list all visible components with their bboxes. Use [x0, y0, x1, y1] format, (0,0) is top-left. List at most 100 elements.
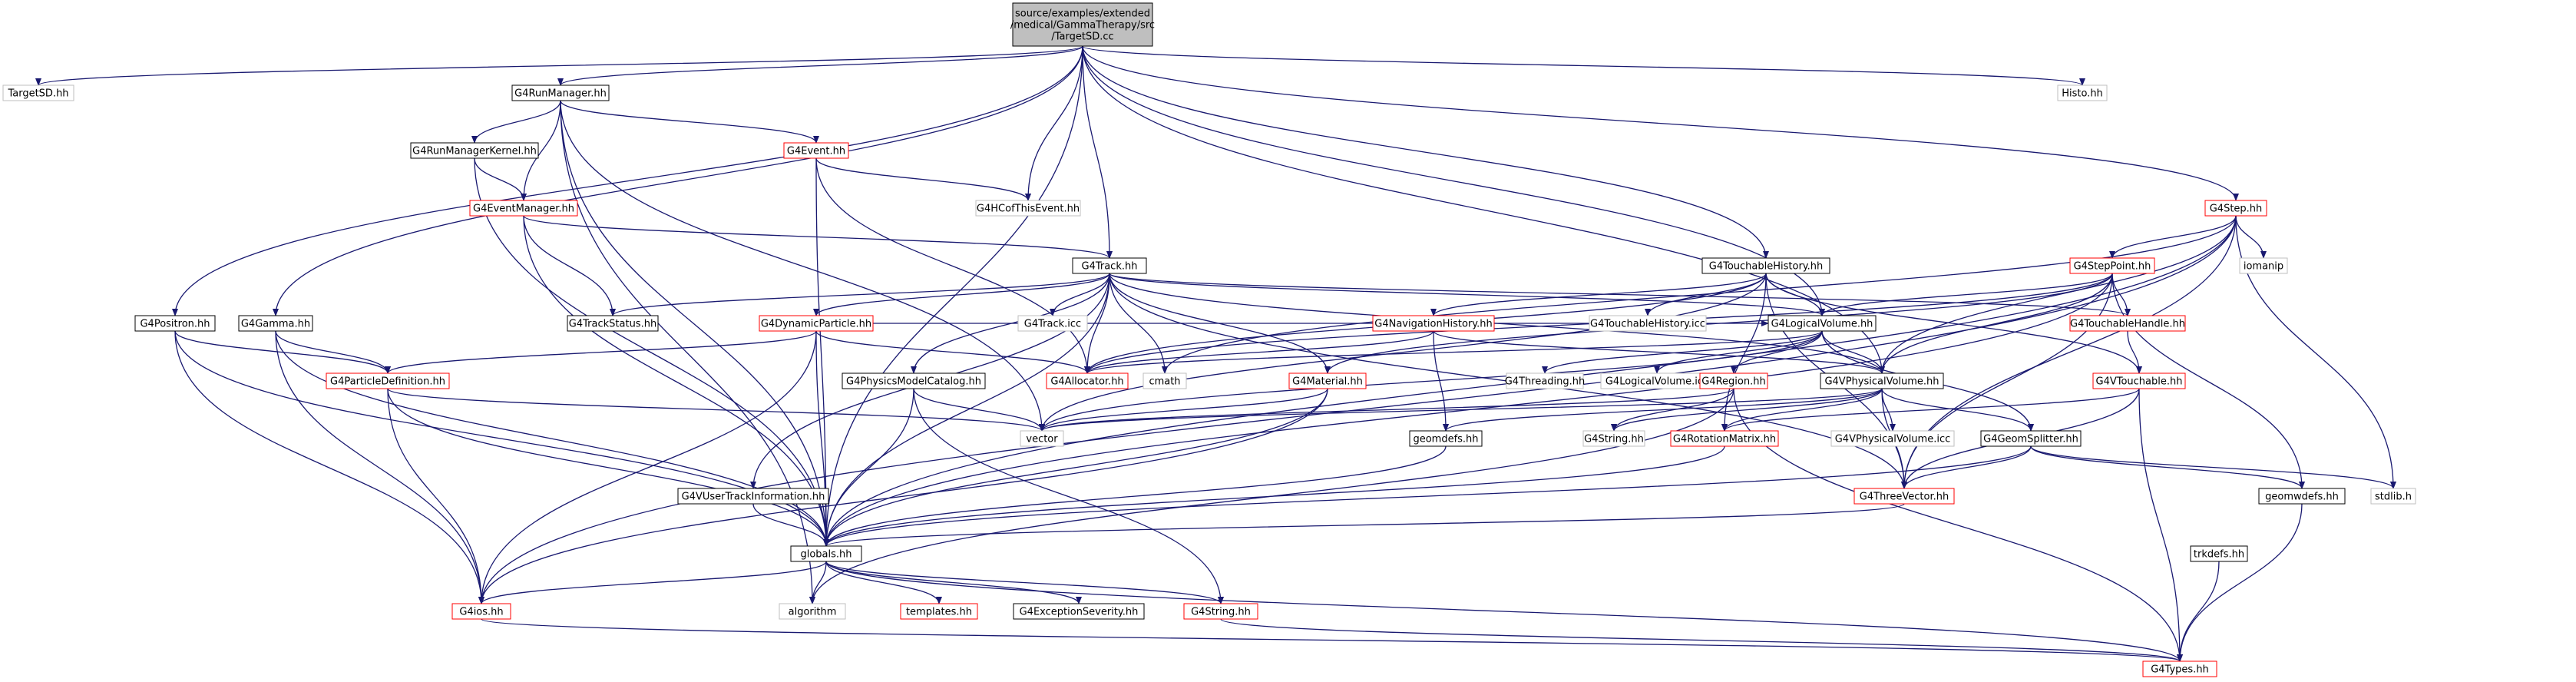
edge-G4Event-to-G4HCofThisEvent [815, 157, 1031, 201]
edge-G4TouchableHistory-to-G4TouchableHistoryIcc [1645, 273, 1767, 316]
node-box [2069, 315, 2186, 332]
node-label: G4Track.icc [1024, 319, 1081, 330]
node-label: G4Gamma.hh [241, 319, 310, 330]
node-G4Positron[interactable]: G4Positron.hh [134, 315, 216, 332]
node-label: G4Region.hh [1701, 376, 1765, 388]
node-label: G4TouchableHistory.hh [1709, 261, 1824, 273]
node-TargetSD: TargetSD.hh [2, 84, 74, 101]
node-label: G4StepPoint.hh [2074, 261, 2151, 273]
node-G4StepPoint[interactable]: G4StepPoint.hh [2069, 257, 2155, 274]
node-templates[interactable]: templates.hh [900, 603, 978, 620]
node-G4EventManager[interactable]: G4EventManager.hh [469, 200, 578, 217]
node-box [1830, 430, 1955, 447]
edge-G4String-to-G4Types [1220, 618, 2183, 662]
node-G4LogicalVolume[interactable]: G4LogicalVolume.hh [1767, 315, 1877, 332]
edge-G4ParticleDefinition-to-globals [387, 388, 829, 547]
edge-geomwdefs-to-G4Types [2177, 503, 2303, 662]
node-G4RunManager[interactable]: G4RunManager.hh [511, 84, 610, 101]
node-G4DynamicParticle[interactable]: G4DynamicParticle.hh [759, 315, 874, 332]
node-G4NavigationHistory[interactable]: G4NavigationHistory.hh [1372, 315, 1495, 332]
node-box [1372, 315, 1495, 332]
node-label: G4VTouchable.hh [2096, 376, 2183, 388]
node-box [1183, 603, 1258, 620]
edge-root-to-Histo [1082, 45, 2085, 86]
node-G4VUserTrackInformation[interactable]: G4VUserTrackInformation.hh [677, 488, 829, 505]
node-G4ParticleDefinition[interactable]: G4ParticleDefinition.hh [326, 372, 450, 389]
node-box [567, 315, 659, 332]
node-box [1506, 372, 1584, 389]
node-label: G4VUserTrackInformation.hh [682, 492, 825, 503]
node-iomanip: iomanip [2239, 257, 2288, 274]
edge-G4VTouchable-to-G4RotationMatrix [1721, 388, 2140, 432]
edge-G4VPhysicalVolume-to-geomdefs [1443, 388, 1883, 432]
node-box [1020, 430, 1064, 447]
node-G4Allocator[interactable]: G4Allocator.hh [1046, 372, 1129, 389]
node-box [1701, 257, 1830, 274]
node-G4ExceptionSeverity[interactable]: G4ExceptionSeverity.hh [1013, 603, 1145, 620]
edge-G4LogicalVolume-to-vector [1039, 330, 1823, 432]
node-label: G4LogicalVolume.icc [1605, 376, 1708, 388]
edge-G4StepPoint-to-G4VPhysicalVolume [1879, 273, 2113, 374]
edge-G4Step-to-stdlib [2235, 215, 2396, 489]
node-label: Histo.hh [2062, 88, 2103, 100]
node-label: G4NavigationHistory.hh [1374, 319, 1492, 330]
node-G4TouchableHandle[interactable]: G4TouchableHandle.hh [2069, 315, 2186, 332]
node-label: G4TrackStatus.hh [569, 319, 656, 330]
node-G4Track[interactable]: G4Track.hh [1072, 257, 1147, 274]
node-G4ios[interactable]: G4ios.hh [451, 603, 511, 620]
edge-G4TouchableHistory-to-vector [1039, 273, 1767, 432]
edge-G4GeomSplitter-to-geomwdefs [2030, 445, 2305, 489]
edge-G4StepPoint-to-G4ThreeVector [1901, 273, 2113, 489]
node-G4GeomSplitter[interactable]: G4GeomSplitter.hh [1980, 430, 2082, 447]
node-G4Material[interactable]: G4Material.hh [1288, 372, 1367, 389]
node-G4TouchableHistory[interactable]: G4TouchableHistory.hh [1701, 257, 1830, 274]
node-G4TrackIcc: G4Track.icc [1017, 315, 1088, 332]
edge-root-to-G4Step [1082, 45, 2239, 201]
node-box [1012, 2, 1153, 47]
node-G4ThreeVector[interactable]: G4ThreeVector.hh [1853, 488, 1955, 505]
edge-geomdefs-to-globals [823, 445, 1447, 547]
node-globals[interactable]: globals.hh [790, 545, 862, 562]
node-box [1288, 372, 1367, 389]
node-box [1409, 430, 1483, 447]
edge-root-to-G4VPhysicalVolume [1082, 45, 1885, 374]
node-label: cmath [1149, 376, 1180, 388]
edge-G4Track-to-G4TrackStatus [610, 273, 1110, 316]
node-G4RotationMatrix[interactable]: G4RotationMatrix.hh [1670, 430, 1779, 447]
edge-G4Gamma-to-G4ParticleDefinition [275, 330, 391, 374]
edge-G4RotationMatrix-to-globals [823, 445, 1725, 547]
edge-G4VPhysicalVolume-to-vector [1039, 388, 1883, 432]
node-G4String[interactable]: G4String.hh [1183, 603, 1258, 620]
edge-G4GeomSplitter-to-G4ThreeVector [1901, 445, 2032, 489]
node-G4RunManagerKernel[interactable]: G4RunManagerKernel.hh [410, 142, 539, 159]
node-label: vector [1026, 434, 1058, 445]
node-G4VPhysicalVolume[interactable]: G4VPhysicalVolume.hh [1820, 372, 1944, 389]
node-G4Gamma[interactable]: G4Gamma.hh [238, 315, 313, 332]
edge-G4RunManager-to-G4EventManager [521, 100, 561, 201]
node-G4VTouchable[interactable]: G4VTouchable.hh [2092, 372, 2186, 389]
node-label: geomwdefs.hh [2265, 492, 2339, 503]
node-geomwdefs[interactable]: geomwdefs.hh [2258, 488, 2346, 505]
node-label: geomdefs.hh [1413, 434, 1478, 445]
node-G4TrackStatus[interactable]: G4TrackStatus.hh [567, 315, 659, 332]
edge-root-to-G4LogicalVolume [1082, 45, 1825, 316]
node-G4Step[interactable]: G4Step.hh [2204, 200, 2267, 217]
node-G4Event[interactable]: G4Event.hh [783, 142, 849, 159]
node-G4PhysicsModelCatalog[interactable]: G4PhysicsModelCatalog.hh [842, 372, 986, 389]
edge-G4Step-to-G4ThreeVector [1901, 215, 2237, 489]
edge-G4Step-to-G4StepPoint [2109, 215, 2237, 259]
edge-G4Region-to-vector [1039, 388, 1734, 432]
edge-G4LogicalVolume-to-G4VPhysicalVolume [1821, 330, 1885, 374]
node-G4Region[interactable]: G4Region.hh [1699, 372, 1768, 389]
edge-G4ios-to-G4Types [481, 618, 2183, 662]
node-box [2057, 84, 2108, 101]
node-trkdefs[interactable]: trkdefs.hh [2190, 545, 2248, 562]
node-box [238, 315, 313, 332]
node-label: G4ThreeVector.hh [1860, 492, 1949, 503]
node-root[interactable]: source/examples/extended/medical/GammaTh… [1010, 2, 1155, 47]
node-G4Types[interactable]: G4Types.hh [2142, 660, 2217, 677]
node-box [1980, 430, 2082, 447]
node-geomdefs[interactable]: geomdefs.hh [1409, 430, 1483, 447]
node-G4VPhysicalVolumeIcc: G4VPhysicalVolume.icc [1830, 430, 1955, 447]
node-label: G4VPhysicalVolume.hh [1824, 376, 1939, 388]
